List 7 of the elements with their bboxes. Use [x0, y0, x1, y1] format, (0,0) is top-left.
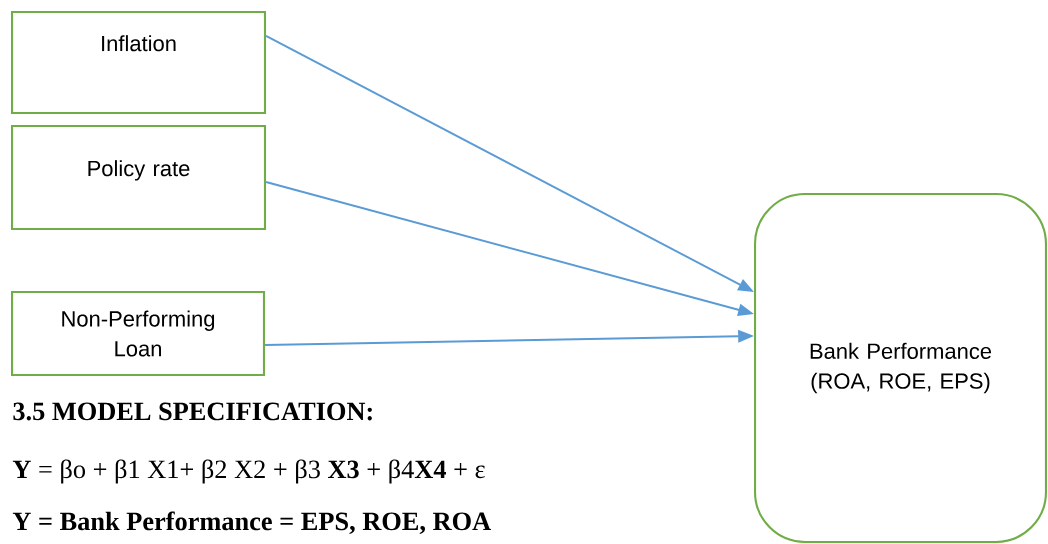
process-box: Policy rate: [11, 124, 267, 231]
process-box: Bank Performance (ROA, ROE, EPS): [753, 192, 1048, 543]
equation-text: Y = βo + β1 X1+ β2 X2 + β3 X3 + β4X4 + ε: [12, 459, 485, 484]
process-box: Inflation: [11, 10, 267, 115]
equation-text: Y = Bank Performance = EPS, ROE, ROA: [12, 511, 491, 535]
process-box: Non-Performing Loan: [11, 290, 266, 377]
heading: 3.5 MODEL SPECIFICATION:: [13, 402, 372, 421]
